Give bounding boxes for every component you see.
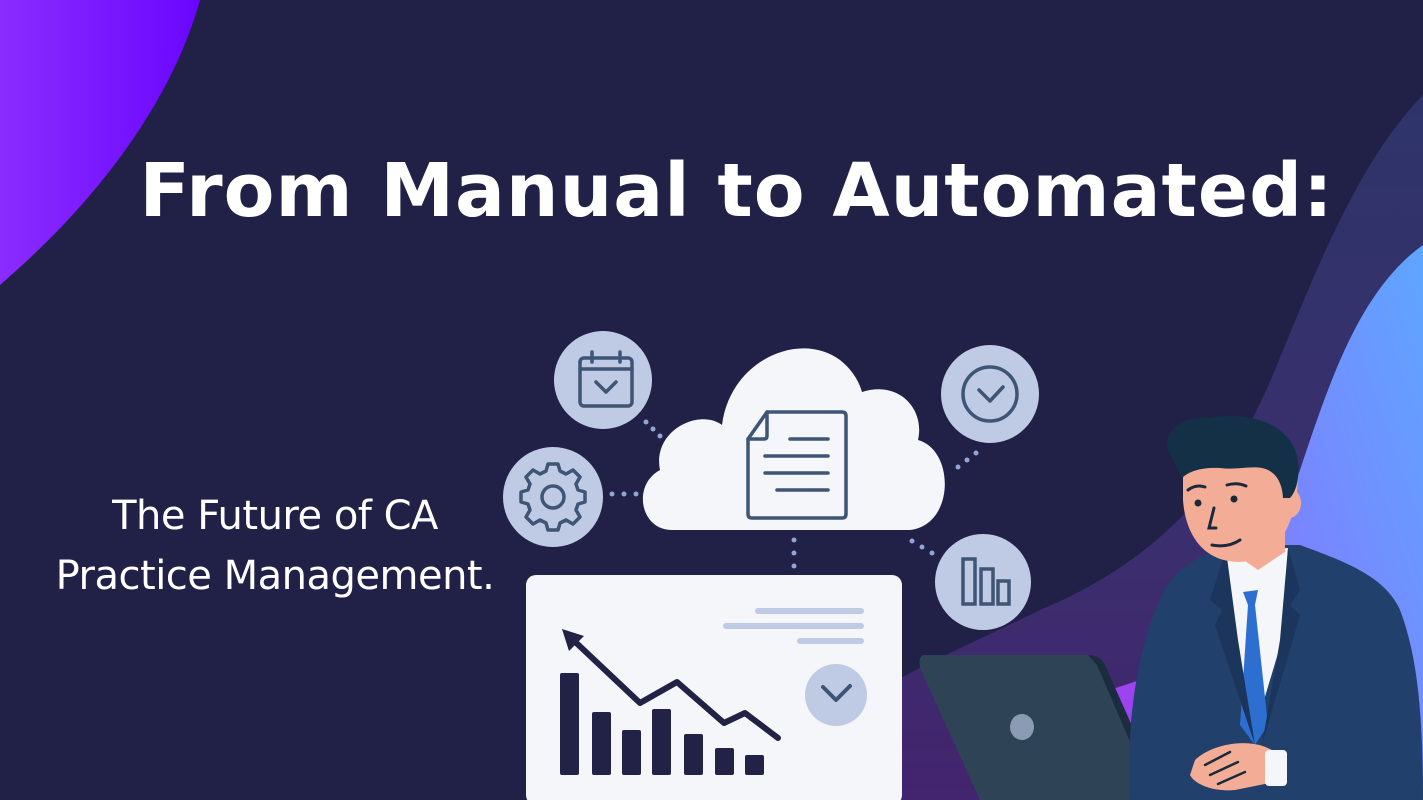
trend-line [567,634,781,741]
subtitle: The Future of CA Practice Management. [30,486,520,606]
dashboard-card [526,575,902,800]
purple-blob-shape [0,0,200,285]
dotted-connectors [609,419,979,569]
gear-icon [503,447,603,547]
dashboard-bars [560,673,764,775]
headline: From Manual to Automated: [139,148,1334,234]
calendar-check-icon [554,331,652,429]
laptop [919,655,1165,800]
chevron-circle-icon [941,345,1039,443]
subtitle-line-1: The Future of CA [112,493,438,539]
dashboard-chevron-icon [805,664,867,726]
businessman-illustration [1129,416,1423,800]
document-icon [746,410,848,520]
subtitle-line-2: Practice Management. [55,553,495,599]
bar-chart-icon [935,534,1031,630]
arrow-head-icon [562,629,584,651]
